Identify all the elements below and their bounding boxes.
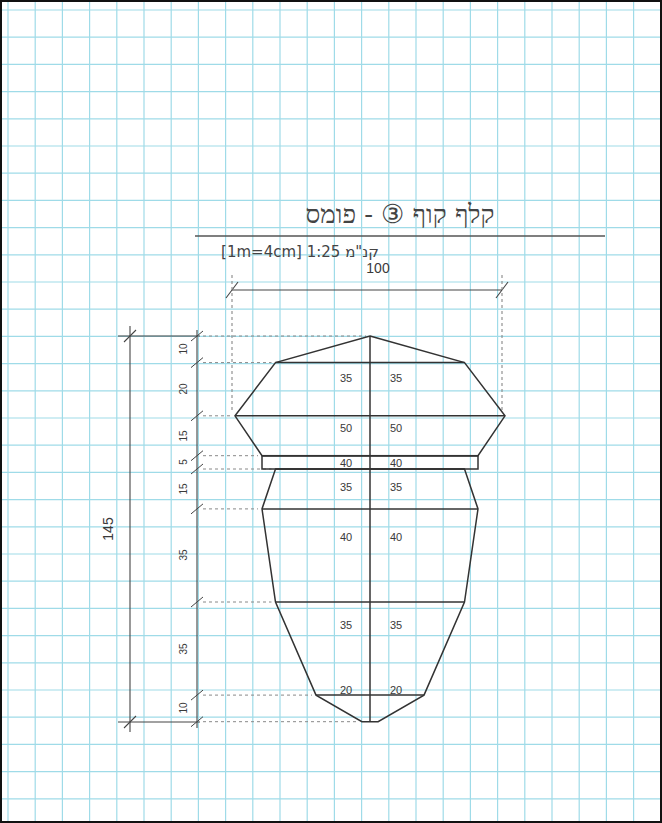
half-width: 35 xyxy=(390,620,402,631)
grid-line xyxy=(0,145,662,146)
grid-line xyxy=(0,417,662,418)
grid-line xyxy=(0,173,662,174)
grid-line xyxy=(470,0,471,823)
grid-line xyxy=(0,390,662,391)
extension-line xyxy=(203,602,272,603)
grid-line xyxy=(334,0,335,823)
grid-line xyxy=(116,0,117,823)
half-width: 35 xyxy=(340,482,352,493)
half-width: 20 xyxy=(340,685,352,696)
half-width: 40 xyxy=(340,532,352,543)
grid-line xyxy=(633,0,634,823)
half-width: 40 xyxy=(390,532,402,543)
section-height: 35 xyxy=(179,550,189,561)
extension-line xyxy=(203,469,272,470)
grid-line xyxy=(524,0,525,823)
grid-line xyxy=(279,0,280,823)
grid-line xyxy=(0,91,662,92)
extension-line xyxy=(203,508,258,509)
grid-line xyxy=(0,744,662,745)
dimension-tick xyxy=(191,331,203,341)
grid-line xyxy=(606,0,607,823)
half-width: 35 xyxy=(340,620,352,631)
grid-line xyxy=(0,472,662,473)
half-width: 50 xyxy=(390,423,402,434)
section-height: 35 xyxy=(179,643,189,654)
grid-line xyxy=(0,9,662,10)
extension-line xyxy=(203,455,258,456)
grid-line xyxy=(0,635,662,636)
grid-line xyxy=(0,798,662,799)
dimension-tick xyxy=(191,690,203,700)
grid-line xyxy=(361,0,362,823)
dimension-tick xyxy=(191,451,203,461)
grid-line xyxy=(0,64,662,65)
half-width: 40 xyxy=(340,458,352,469)
grid-line xyxy=(0,771,662,772)
grid-line xyxy=(0,553,662,554)
grid-line xyxy=(89,0,90,823)
grid-line xyxy=(0,662,662,663)
half-width: 35 xyxy=(390,373,402,384)
section-height: 20 xyxy=(179,384,189,395)
dimension-tick xyxy=(191,504,203,514)
grid-line xyxy=(143,0,144,823)
grid-line xyxy=(0,309,662,310)
grid-line xyxy=(497,0,498,823)
width-dimension: 100 xyxy=(366,261,389,275)
grid-line xyxy=(307,0,308,823)
extension-line xyxy=(203,415,231,416)
grid-line xyxy=(0,37,662,38)
half-width: 35 xyxy=(340,373,352,384)
grid-line xyxy=(252,0,253,823)
grid-line xyxy=(0,445,662,446)
section-height: 10 xyxy=(179,344,189,355)
center-axis xyxy=(369,336,371,722)
grid-line xyxy=(171,0,172,823)
grid-line xyxy=(0,581,662,582)
extension-line xyxy=(203,336,366,337)
half-width: 20 xyxy=(390,685,402,696)
grid-line xyxy=(0,227,662,228)
dimension-tick xyxy=(191,464,203,474)
grid-line xyxy=(0,717,662,718)
grid-line xyxy=(0,608,662,609)
grid-line xyxy=(443,0,444,823)
section-height: 5 xyxy=(179,460,189,466)
half-width: 40 xyxy=(390,458,402,469)
half-width: 35 xyxy=(390,482,402,493)
grid-line xyxy=(62,0,63,823)
extension-line xyxy=(203,362,272,363)
dimension-tick xyxy=(191,358,203,368)
dimension-tick xyxy=(191,717,203,727)
section-height: 10 xyxy=(179,703,189,714)
height-dimension: 145 xyxy=(101,517,115,540)
extension-line xyxy=(203,721,358,722)
sheet-title: קלף קוף ③ - פומס xyxy=(306,201,495,227)
grid-line xyxy=(7,0,8,823)
grid-line xyxy=(198,0,199,823)
grid-line xyxy=(0,526,662,527)
grid-line xyxy=(225,0,226,823)
dimension-tick xyxy=(191,411,203,421)
section-height: 15 xyxy=(179,430,189,441)
grid-line xyxy=(388,0,389,823)
grid-line xyxy=(551,0,552,823)
grid-line xyxy=(0,499,662,500)
grid-line xyxy=(579,0,580,823)
half-width: 50 xyxy=(340,423,352,434)
extension-line xyxy=(203,695,312,696)
grid-line xyxy=(0,363,662,364)
grid-line xyxy=(0,689,662,690)
grid-line xyxy=(35,0,36,823)
dimension-tick xyxy=(191,597,203,607)
grid-line xyxy=(0,281,662,282)
section-height: 15 xyxy=(179,483,189,494)
grid-line xyxy=(0,336,662,337)
grid-line xyxy=(0,118,662,119)
scale-note: [1m=4cm] 1:25 קנ"מ xyxy=(221,245,379,260)
